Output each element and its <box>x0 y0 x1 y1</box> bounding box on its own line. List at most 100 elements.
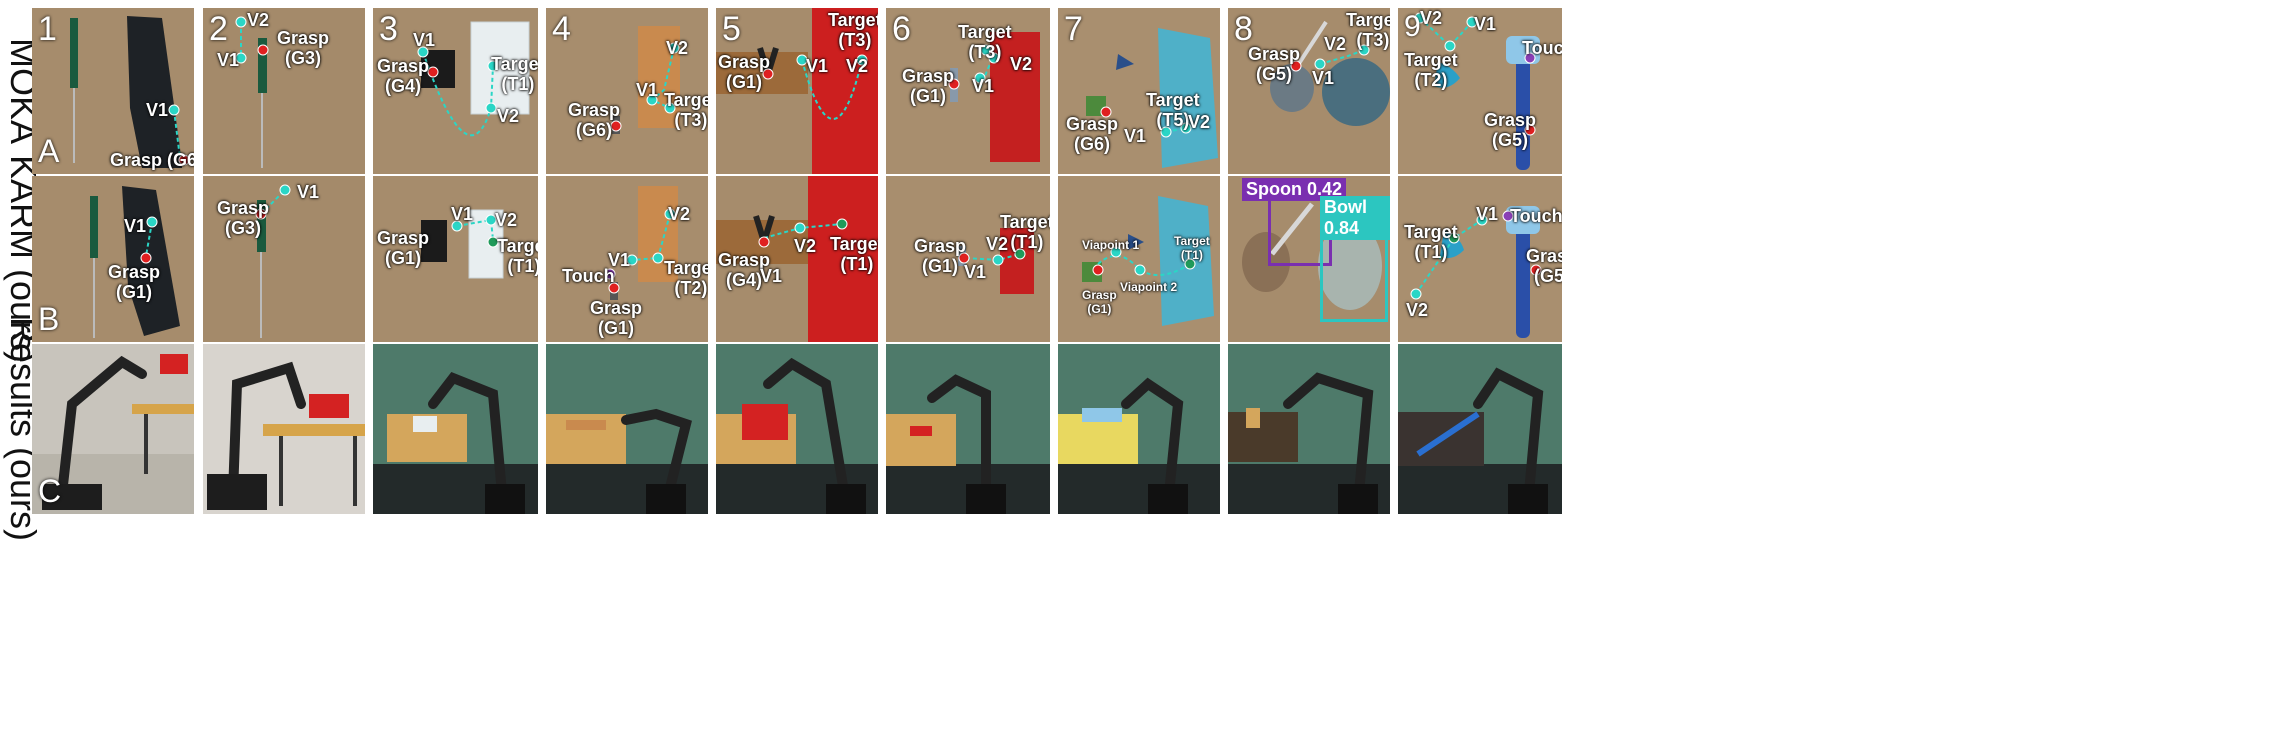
grasp-label: Grasp (G1) <box>914 236 967 276</box>
karm-panel-1: B V1 Grasp (G1) <box>32 176 194 342</box>
grasp-label: Grasp (G3) <box>277 28 330 68</box>
target-label: Target (T1) <box>1174 234 1210 262</box>
panel-number: 7 <box>1064 10 1083 48</box>
scene-peg-board <box>604 186 678 300</box>
waypoint-label: V1 <box>297 182 320 202</box>
panel-number: 2 <box>209 10 228 48</box>
robot-arm-photo <box>886 374 1050 514</box>
waypoint-label: V2 <box>497 106 520 126</box>
waypoint-label: V1 <box>217 50 240 70</box>
karm-panel-3: V1 V2 Grasp (G1) Target (T1) <box>373 176 538 342</box>
robot-arm-photo <box>373 371 538 514</box>
panel-number: 1 <box>38 10 57 48</box>
waypoint-label: V2 <box>986 234 1009 254</box>
grasp-label: Grasp (G6) <box>568 100 621 140</box>
waypoint-label: V2 <box>1420 8 1443 28</box>
scene-cube-and-box <box>421 209 504 279</box>
scene-peg-board <box>610 26 680 134</box>
panel-number: 6 <box>892 10 911 48</box>
result-panel-1: C <box>32 344 194 514</box>
target-label: Target (T3) <box>828 10 878 50</box>
moka-panel-6: 6 Target (T3) V2 Grasp (G1) V1 <box>886 8 1050 174</box>
moka-panel-2: 2 V2 V1 Grasp (G3) <box>203 8 365 174</box>
karm-panel-9: Target (T1) V1 Touch V2 Grasp (G5) <box>1398 176 1562 342</box>
spoon-detection-label: Spoon 0.42 <box>1242 178 1347 201</box>
robot-arm-photo <box>546 408 708 514</box>
waypoint-label: V1 <box>413 30 436 50</box>
waypoint-label: V1 <box>972 76 995 96</box>
waypoint-label: V2 <box>1324 34 1347 54</box>
grasp-label: Grasp (G3) <box>217 198 270 238</box>
result-panel-5 <box>716 344 878 514</box>
panel-number: 5 <box>722 10 741 48</box>
grasp-label: Grasp (G5) <box>1484 110 1537 150</box>
grasp-label: Grasp (G6) <box>110 150 194 170</box>
scene-brush-and-cloth <box>1410 206 1542 338</box>
waypoint-label: V1 <box>964 262 987 282</box>
result-panel-6 <box>886 344 1050 514</box>
viapoint-label: Viapoint 1 <box>1082 238 1140 252</box>
row-letter: A <box>38 133 60 169</box>
scene-pliers-and-red-box <box>716 8 878 174</box>
robot-arm-photo <box>32 354 194 514</box>
target-label: Target (T3) <box>664 90 708 130</box>
row-letter: C <box>38 473 62 509</box>
moka-panel-7: 7 Target (T5) V2 V1 Grasp (G6) <box>1058 8 1220 174</box>
scene-cube-and-box <box>417 21 530 137</box>
result-panel-9 <box>1398 344 1562 514</box>
grasp-label: Grasp (G4) <box>377 56 430 96</box>
moka-panel-8: 8 Target (T3) Grasp (G5) V2 V1 <box>1228 8 1390 174</box>
grasp-label: Grasp (G1) <box>590 298 643 338</box>
grasp-label: Grasp (G1) <box>108 262 161 302</box>
touch-label: Touch <box>1510 206 1562 226</box>
karm-panel-6: Target (T1) V2 Grasp (G1) V1 <box>886 176 1050 342</box>
waypoint-label: V1 <box>608 250 631 270</box>
grasp-label: Grasp (G5) <box>1248 44 1301 84</box>
karm-panel-7: Viapoint 1 Target (T1) Grasp (G1) Viapoi… <box>1058 176 1220 342</box>
waypoint-label: V1 <box>636 80 659 100</box>
result-panel-3 <box>373 344 538 514</box>
waypoint-label: V1 <box>806 56 829 76</box>
moka-panel-5: 5 Grasp (G1) V1 V2 Target (T3) <box>716 8 878 174</box>
scene-bolt-and-red-tray <box>948 32 1040 162</box>
waypoint-label: V1 <box>146 100 169 120</box>
scene-screwdriver-and-cover <box>90 186 180 338</box>
grasp-label: Grasp (G1) <box>902 66 955 106</box>
scene-screwdriver <box>235 16 269 168</box>
waypoint-label: V1 <box>1312 68 1335 88</box>
moka-panel-4: 4 V2 V1 Target (T3) Grasp (G6) <box>546 8 708 174</box>
target-label: Target (T3) <box>958 22 1012 62</box>
waypoint-label: V2 <box>668 204 691 224</box>
scene-snack-and-blue-tray <box>1086 28 1218 168</box>
robot-arm-photo <box>1398 367 1562 514</box>
waypoint-label: V2 <box>794 236 817 256</box>
target-label: Target (T5) <box>1146 90 1200 130</box>
karm-panel-5: V2 Target (T1) Grasp (G4) V1 <box>716 176 878 342</box>
grasp-label: Grasp (G1) <box>718 52 771 92</box>
panel-number: 4 <box>552 10 571 48</box>
robot-arm-photo <box>1058 377 1220 514</box>
target-label: Target (T1) <box>1000 212 1050 252</box>
scene-screwdriver <box>255 184 291 338</box>
waypoint-label: V2 <box>495 210 518 230</box>
row-letter: B <box>38 301 60 337</box>
panel-number: 8 <box>1234 10 1253 48</box>
result-panel-4 <box>546 344 708 514</box>
moka-panel-9: 9 V2 V1 Target (T2) Touch Grasp (G5) <box>1398 8 1562 174</box>
target-label: Target (T1) <box>830 234 878 274</box>
karm-panel-8: Spoon 0.42 Bowl 0.84 <box>1228 176 1390 342</box>
robot-arm-photo <box>207 361 365 510</box>
result-panel-7 <box>1058 344 1220 514</box>
scene-screwdriver-and-cover <box>70 16 190 168</box>
result-panel-8 <box>1228 344 1390 514</box>
target-label: Target (T1) <box>497 236 538 276</box>
grasp-label: Grasp (G6) <box>1066 114 1119 154</box>
scene-cup-and-bowl <box>1242 202 1382 310</box>
target-label: Target (T3) <box>1346 10 1390 50</box>
waypoint-label: V2 <box>846 56 869 76</box>
grasp-label: Grasp (G5) <box>1526 246 1562 286</box>
scene-pliers-and-red-box <box>716 176 878 342</box>
waypoint-label: V2 <box>666 38 689 58</box>
karm-panel-4: V2 V1 Target (T2) Touch Grasp (G1) <box>546 176 708 342</box>
waypoint-label: V1 <box>124 216 147 236</box>
